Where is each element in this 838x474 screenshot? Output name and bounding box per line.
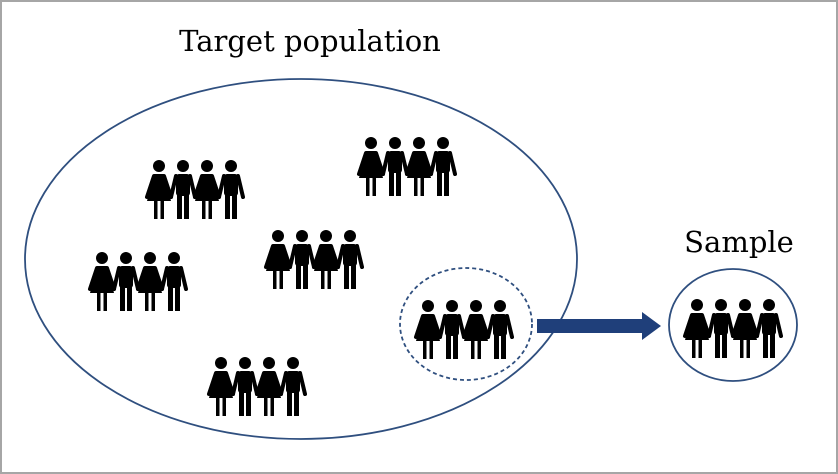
people-group-icon [147,160,243,219]
people-group-icon [90,252,186,311]
sample-ellipse [668,268,798,382]
population-label: Target population [179,24,441,58]
people-group-icon [416,300,512,359]
sample-label: Sample [684,225,794,259]
people-group-icon [685,299,781,358]
people-group-icon [209,357,305,416]
sample-selection-ellipse [399,267,533,381]
right-arrow-icon [537,312,661,340]
people-group-icon [359,137,455,196]
population-ellipse [24,78,578,440]
people-group-icon [266,230,362,289]
